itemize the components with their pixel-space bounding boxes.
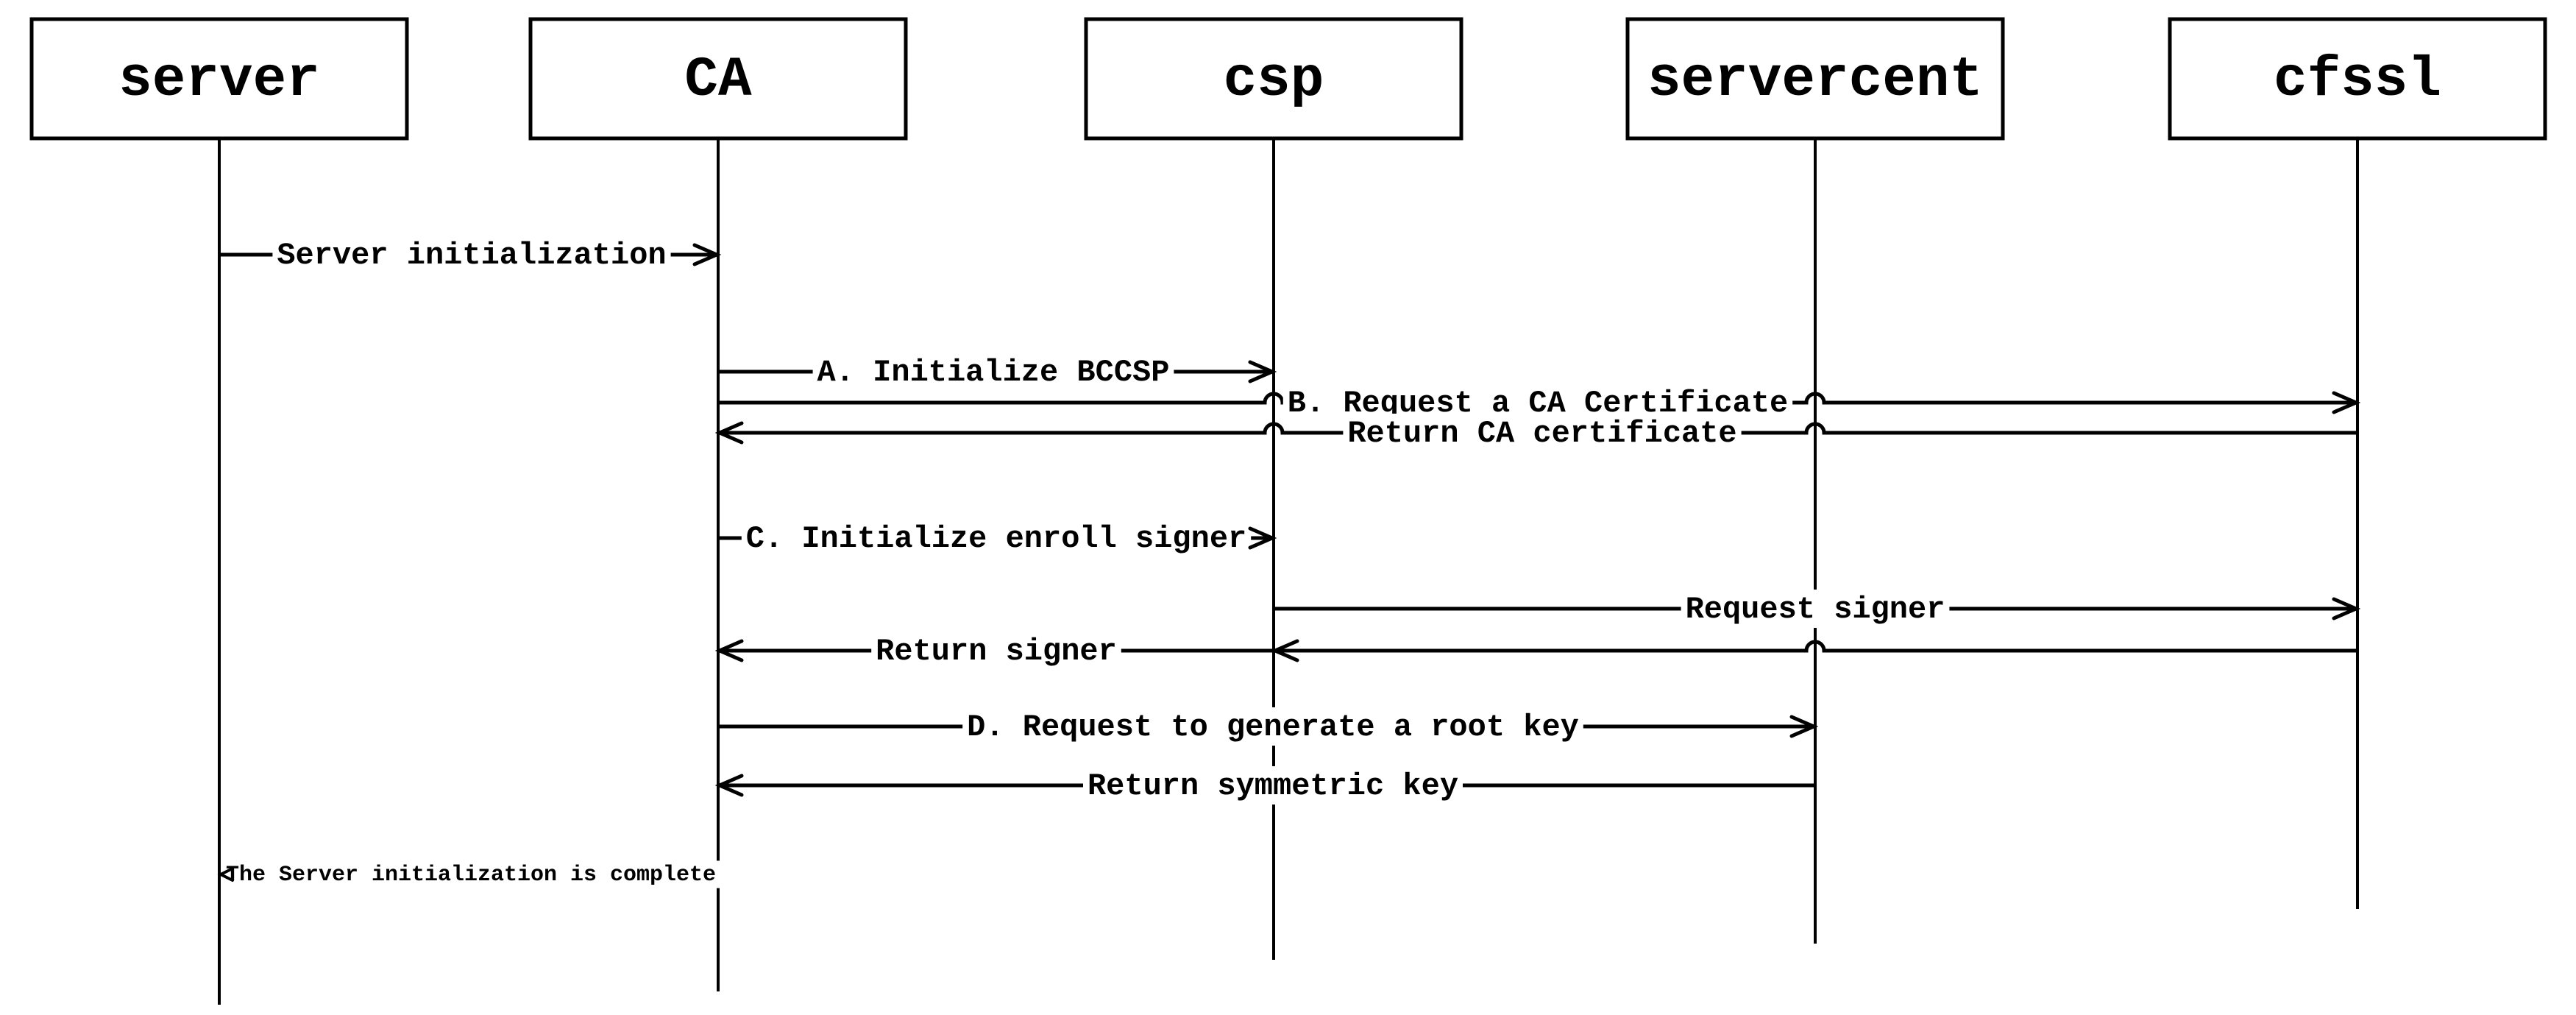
arrowhead-right-icon [1248,526,1277,550]
message-label: D. Request to generate a root key [967,710,1579,745]
message-label: Return signer [876,634,1117,669]
message-line [1274,640,2357,653]
arrowhead-right-icon [1248,360,1277,383]
message-request-signer: Request signer [1274,589,2361,629]
message-d-request-to-generate-a-root-key: D. Request to generate a root key [718,707,1819,746]
message-label-bg [812,352,1174,392]
arrowhead-left-icon [714,421,744,445]
arrowhead-left-icon [714,639,744,662]
message-return-signer: Return signer [714,631,1274,671]
participant-box-server [29,17,409,141]
message-label: Request signer [1686,592,1945,627]
participant-server: server [29,17,409,141]
participant-label-cfssl: cfssl [2274,49,2441,112]
message-a-initialize-bccsp: A. Initialize BCCSP [718,352,1277,392]
message-segment-6 [1270,639,2357,662]
arrowhead-left-icon [1270,639,1299,662]
participant-label-servercent: servercent [1647,49,1983,112]
participant-box-servercent [1625,17,2005,141]
participant-csp: csp [1084,17,1463,141]
message-label: Server initialization [277,238,666,273]
message-c-initialize-enroll-signer: C. Initialize enroll signer [718,518,1277,558]
participant-box-CA [528,17,908,141]
message-label-bg [1343,413,1742,453]
participant-cfssl: cfssl [2168,17,2547,141]
participant-box-csp [1084,17,1463,141]
message-label: Return CA certificate [1347,416,1736,451]
arrowhead-left-icon [714,774,744,797]
message-label-bg [1083,765,1463,805]
message-label: C. Initialize enroll signer [746,521,1247,556]
message-label-bg [272,235,671,275]
message-label: Return symmetric key [1087,768,1458,804]
message-server-initialization: Server initialization [219,235,722,275]
message-label: A. Initialize BCCSP [817,355,1170,390]
arrowhead-left-icon [217,867,234,882]
message-return-ca-certificate: Return CA certificate [714,413,2357,453]
arrowhead-right-icon [1789,715,1819,738]
arrowhead-right-icon [2332,597,2361,620]
participant-CA: CA [528,17,908,141]
message-label-bg [221,860,720,888]
message-label-bg [962,707,1583,746]
message-the-server-initialization-is-complete: The Server initialization is complete [217,860,720,888]
participant-label-CA: CA [684,49,752,112]
arrowhead-right-icon [692,243,722,266]
message-label-bg [741,518,1252,558]
participant-label-csp: csp [1224,49,1324,112]
participant-box-cfssl [2168,17,2547,141]
message-label: The Server initialization is complete [226,863,716,888]
message-label-bg [871,631,1121,671]
participant-servercent: servercent [1625,17,2005,141]
arrowhead-right-icon [2332,391,2361,414]
message-return-symmetric-key: Return symmetric key [714,765,1815,805]
message-label-bg [1681,589,1950,629]
participant-label-server: server [118,49,320,112]
